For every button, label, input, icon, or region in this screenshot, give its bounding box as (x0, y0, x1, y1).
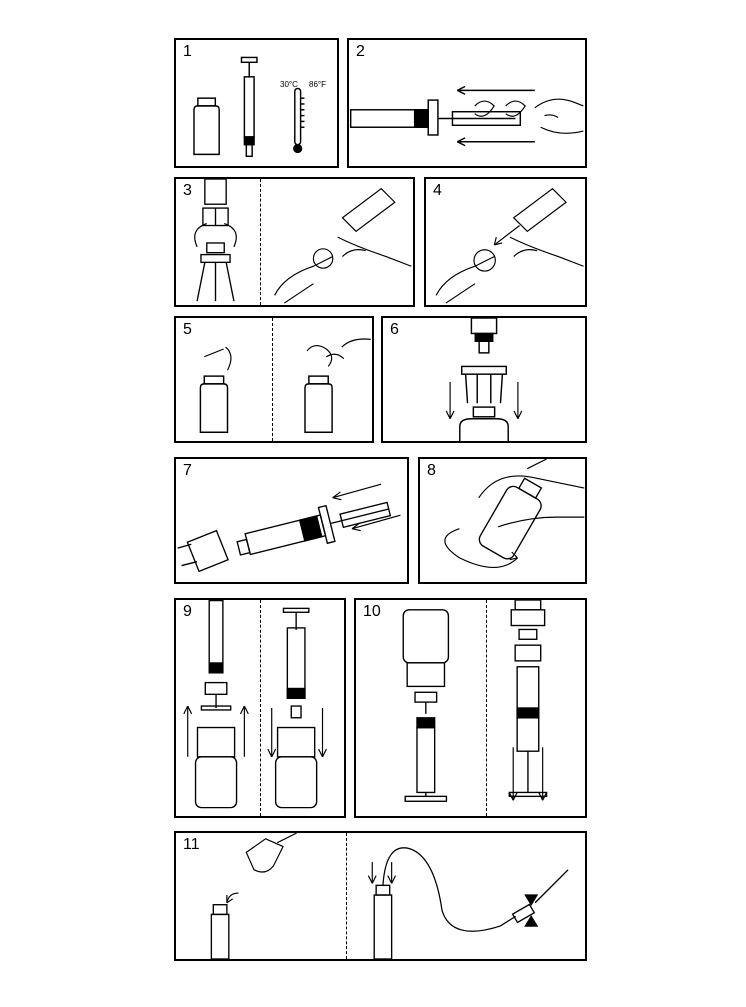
step-number: 11 (183, 836, 200, 853)
divider (486, 600, 487, 816)
hand-icon (245, 833, 297, 873)
adapter-icon (177, 529, 229, 573)
step-7-panel: 7 (174, 457, 409, 584)
syringe-icon (508, 666, 548, 798)
vial-adapter-icon (402, 609, 450, 714)
step-4-panel: 4 (424, 177, 587, 307)
divider (346, 833, 347, 959)
adapter-icon (510, 600, 546, 662)
step-10-illustration (402, 600, 548, 802)
step-8-panel: 8 (418, 457, 587, 584)
vial-adapter-icon (194, 726, 238, 809)
arrow-down-icon (508, 747, 548, 801)
hand-icon (306, 338, 371, 367)
vial-icon (193, 97, 220, 156)
vial-adapter-icon (196, 179, 235, 302)
step-number: 3 (183, 182, 192, 199)
hand-icon (534, 98, 584, 134)
hand-icon (274, 187, 412, 304)
step-3-panel: 3 (174, 177, 415, 307)
arrow-down-icon (445, 381, 523, 419)
step-6-illustration (445, 318, 523, 441)
step-7-illustration (177, 483, 401, 573)
divider (260, 600, 261, 816)
rotate-arrow-icon (474, 100, 526, 117)
step-9-illustration (183, 600, 327, 809)
step-9-panel: 9 (174, 598, 346, 818)
step-1-illustration (193, 56, 305, 158)
divider (260, 179, 261, 305)
divider (272, 318, 273, 441)
vial-adapter-icon (274, 726, 318, 809)
curved-arrow-icon (226, 892, 239, 904)
vial-icon (459, 406, 509, 441)
step-number: 9 (183, 603, 192, 620)
step-8-illustration (444, 459, 585, 568)
syringe-icon (404, 717, 448, 802)
step-number: 8 (427, 462, 436, 479)
step-number: 5 (183, 321, 192, 338)
step-number: 2 (356, 43, 365, 60)
arrow-up-icon (183, 705, 249, 757)
arrow-icon (493, 225, 520, 246)
step-number: 10 (363, 603, 381, 620)
temp-fahrenheit: 86°F (309, 80, 326, 89)
step-11-panel: 11 (174, 831, 587, 961)
syringe-icon (282, 607, 310, 719)
swirl-arrow-icon (444, 528, 518, 568)
step-number: 4 (433, 182, 442, 199)
step-2-panel: 2 (347, 38, 587, 168)
syringe-icon (349, 99, 522, 136)
arrow-down-icon (267, 708, 327, 758)
vial-icon (304, 375, 333, 434)
hand-icon (478, 459, 585, 528)
infusion-tube-icon (382, 847, 517, 932)
rotate-arrow-icon (194, 223, 237, 248)
syringe-icon (210, 904, 230, 959)
step-6-panel: 6 (381, 316, 587, 443)
step-number: 7 (183, 462, 192, 479)
butterfly-needle-icon (511, 869, 569, 927)
step-number: 6 (390, 321, 399, 338)
syringe-icon (240, 56, 258, 158)
arrow-left-icon (456, 85, 535, 147)
step-1-panel: 1 30°C 86°F (174, 38, 339, 168)
adapter-icon (460, 318, 508, 404)
temp-celsius: 30°C (280, 80, 298, 89)
step-2-illustration (349, 85, 584, 147)
syringe-icon (236, 501, 392, 556)
arrow-down-icon (367, 862, 397, 884)
step-number: 1 (183, 43, 192, 60)
step-10-panel: 10 (354, 598, 587, 818)
step-5-illustration (199, 338, 371, 434)
step-11-illustration (210, 833, 569, 959)
hand-icon (435, 187, 584, 304)
step-4-illustration (435, 187, 584, 304)
syringe-icon (373, 884, 393, 959)
vial-icon (199, 375, 229, 434)
flip-cap-arrow-icon (204, 346, 232, 371)
vial-icon (478, 477, 543, 560)
step-5-panel: 5 (174, 316, 374, 443)
thermometer-icon (293, 87, 305, 154)
arrow-icon (332, 483, 401, 532)
syringe-icon (200, 600, 232, 711)
step-3-illustration (194, 179, 412, 304)
